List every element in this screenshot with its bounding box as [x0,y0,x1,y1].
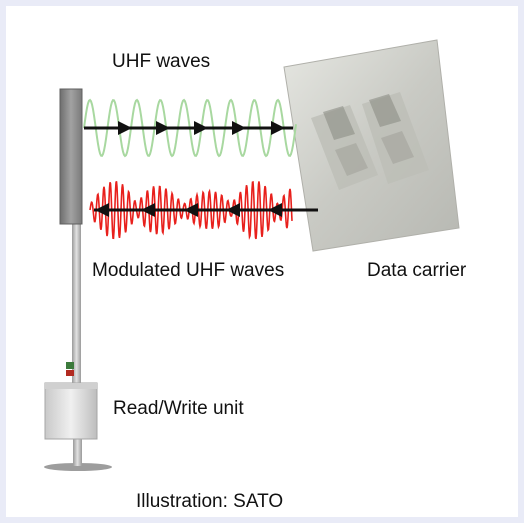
reader-writer-box-icon [44,362,98,440]
label-data-carrier: Data carrier [367,260,467,281]
modulated-arrowheads [95,203,282,217]
label-modulated-uhf-waves: Modulated UHF waves [92,260,285,281]
stand-base [44,463,112,471]
antenna-panel-icon [59,88,83,225]
stand-stem [73,438,82,466]
mount-pole [72,224,81,386]
uhf-arrowheads [118,121,285,135]
illustration-caption: Illustration: SATO [136,491,284,512]
modulated-uhf-wave [89,180,293,240]
label-uhf-waves: UHF waves [112,51,211,72]
data-carrier-tag-icon [283,39,460,252]
label-read-write-unit: Read/Write unit [113,398,244,419]
